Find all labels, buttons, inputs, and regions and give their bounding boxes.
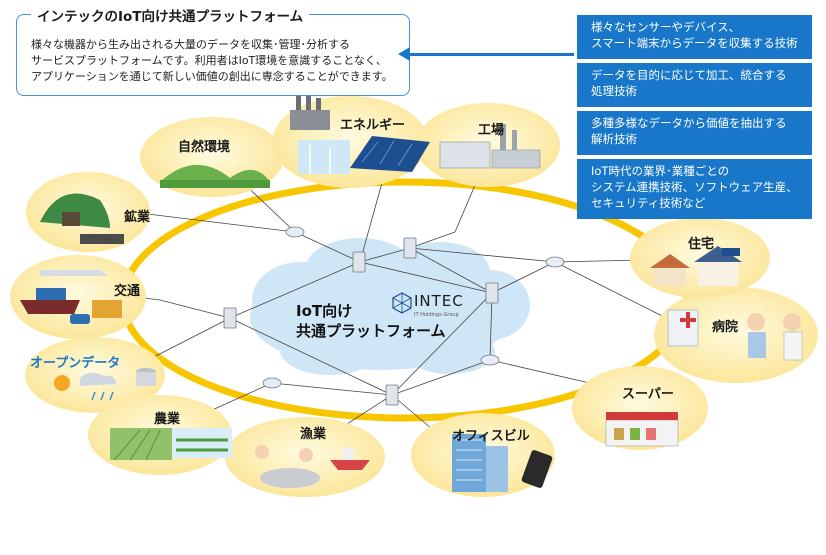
server-5 [385, 384, 399, 406]
server-1 [352, 251, 366, 273]
label-nature: 自然環境 [178, 140, 231, 155]
label-agriculture: 農業 [154, 412, 181, 427]
label-housing: 住宅 [688, 237, 715, 252]
factory-illustration [439, 124, 541, 169]
tech-integration-line-1: IoT時代の業界･業種ごとの [591, 164, 730, 178]
platform-title: IoT向け 共通プラットフォーム [296, 301, 446, 341]
router-right [545, 256, 565, 268]
tech-analysis-line-2: 解析技術 [591, 132, 637, 146]
label-office: オフィスビル [452, 429, 530, 444]
intec-logo-icon [392, 292, 412, 314]
tech-analysis-line-1: 多種多様なデータから価値を抽出する [591, 116, 787, 130]
router-bottom-left [262, 377, 282, 389]
nature-illustration [160, 164, 270, 188]
platform-title-line-1: IoT向け [296, 302, 353, 320]
server-4 [223, 307, 237, 329]
intec-logo-sub: IT Holdings Group [414, 312, 459, 318]
label-hospital: 病院 [712, 320, 739, 335]
intro-description: 様々な機器から生み出される大量のデータを収集･管理･分析する サービスプラットフ… [31, 37, 399, 85]
opendata-illustration [54, 368, 156, 401]
tech-integration-line-2: システム連携技術、ソフトウェア生産、 [591, 180, 798, 194]
tech-box-integration: IoT時代の業界･業種ごとの システム連携技術、ソフトウェア生産、 セキュリティ… [577, 159, 812, 219]
tech-processing-line-1: データを目的に応じて加工、統合する [591, 68, 787, 82]
transport-illustration [20, 270, 122, 324]
intec-logo: INTEC IT Holdings Group [392, 292, 463, 318]
office-illustration [452, 434, 553, 492]
hospital-illustration [667, 309, 803, 361]
tech-integration-line-3: セキュリティ技術など [591, 196, 706, 210]
intro-title: インテックのIoT向け共通プラットフォーム [31, 5, 310, 25]
arrow-left-icon [398, 47, 410, 61]
supermarket-illustration [605, 412, 679, 447]
label-mining: 鉱業 [124, 210, 151, 225]
mining-illustration [40, 193, 124, 244]
label-supermarket: スーパー [622, 387, 674, 402]
agriculture-illustration [110, 428, 232, 461]
tech-collection-line-1: 様々なセンサーやデバイス、 [591, 20, 741, 34]
intec-logo-name: INTEC [414, 292, 464, 310]
arrow-line [408, 53, 574, 56]
server-2 [403, 237, 417, 259]
label-transport: 交通 [114, 284, 141, 299]
intro-line-3: アプリケーションを通じて新しい価値の創出に専念することができます。 [31, 70, 393, 83]
tech-box-processing: データを目的に応じて加工、統合する 処理技術 [577, 63, 812, 107]
label-opendata: オープンデータ [30, 356, 121, 371]
intro-line-1: 様々な機器から生み出される大量のデータを収集･管理･分析する [31, 38, 350, 51]
tech-box-analysis: 多種多様なデータから価値を抽出する 解析技術 [577, 111, 812, 155]
intro-line-2: サービスプラットフォームです。利用者はIoT環境を意識することなく、 [31, 54, 387, 67]
platform-title-line-2: 共通プラットフォーム [296, 322, 446, 340]
tech-collection-line-2: スマート端末からデータを収集する技術 [591, 36, 798, 50]
tech-box-collection: 様々なセンサーやデバイス、 スマート端末からデータを収集する技術 [577, 15, 812, 59]
server-3 [485, 282, 499, 304]
router-left [285, 226, 305, 238]
label-fishery: 漁業 [300, 427, 327, 442]
label-energy: エネルギー [340, 118, 406, 133]
router-bottom-right [480, 354, 500, 366]
tech-processing-line-2: 処理技術 [591, 84, 637, 98]
fishery-illustration [255, 445, 370, 488]
intro-box: インテックのIoT向け共通プラットフォーム 様々な機器から生み出される大量のデー… [16, 5, 410, 96]
label-factory: 工場 [478, 123, 505, 138]
housing-illustration [650, 246, 742, 286]
